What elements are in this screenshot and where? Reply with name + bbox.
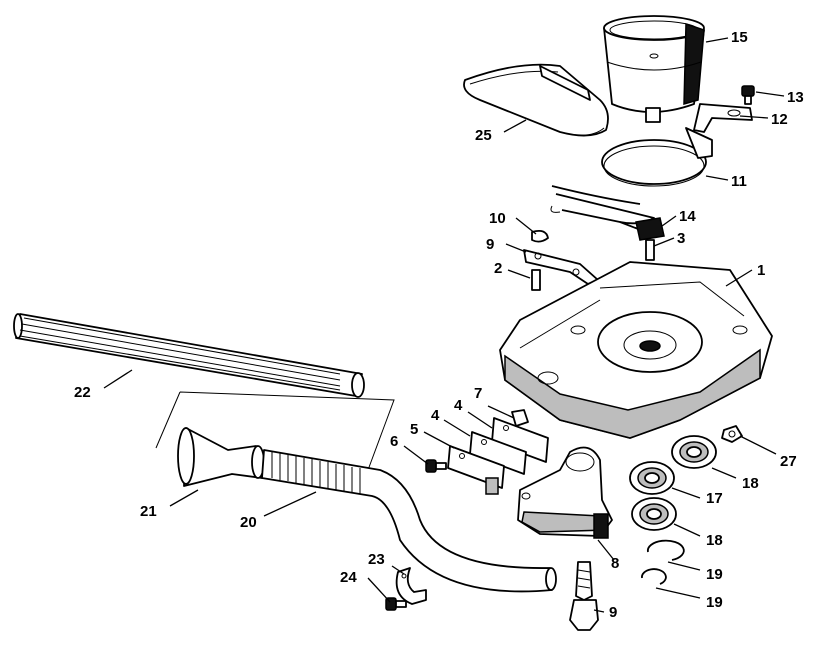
part-17-bearing xyxy=(629,461,675,495)
callout-14: 13 xyxy=(787,89,804,106)
callout-12: 11 xyxy=(731,173,747,190)
callout-6: 6 xyxy=(390,433,398,450)
part-3-pin xyxy=(645,239,655,261)
callout-16: 15 xyxy=(731,29,748,46)
callout-22: 20 xyxy=(240,514,257,531)
part-4-plate-upper xyxy=(491,417,549,463)
part-18-bearing-lower xyxy=(631,497,677,531)
part-27-nut xyxy=(721,425,743,443)
part-12-band-ring xyxy=(551,127,713,205)
part-7-nut xyxy=(511,409,529,427)
callout-7: 7 xyxy=(474,385,482,402)
part-4-plate-lower xyxy=(469,431,527,475)
part-25-clamp xyxy=(395,567,427,605)
callout-2: 2 xyxy=(494,260,502,277)
callout-21: 25 xyxy=(475,127,492,144)
part-14-screw xyxy=(741,85,755,105)
part-26-screw xyxy=(385,597,407,611)
callout-11: 10 xyxy=(489,210,506,227)
callout-25: 23 xyxy=(368,551,385,568)
part-1-housing xyxy=(499,261,773,439)
callout-4-lower: 4 xyxy=(431,407,440,424)
callout-15: 14 xyxy=(679,208,696,225)
callout-1: 1 xyxy=(757,262,765,279)
callout-27: 27 xyxy=(780,453,797,470)
callout-24: 22 xyxy=(74,384,91,401)
callout-9: 9 xyxy=(609,604,617,621)
part-23-nozzle xyxy=(177,427,265,487)
callout-13: 12 xyxy=(771,111,788,128)
part-22-flex-hose xyxy=(261,449,557,593)
callout-8: 8 xyxy=(611,555,619,572)
callout-labels: 15 13 12 25 11 10 14 3 9 2 1 22 7 4 4 5 … xyxy=(74,29,804,621)
callout-17: 17 xyxy=(706,490,723,507)
part-15-spring xyxy=(550,193,665,241)
callout-18-lower: 18 xyxy=(706,532,723,549)
callout-18-upper: 18 xyxy=(742,475,759,492)
part-9-shaft-bolt xyxy=(569,561,599,631)
callout-23: 21 xyxy=(140,503,157,520)
callout-5: 5 xyxy=(410,421,418,438)
callout-20: 19 xyxy=(706,566,723,583)
part-21-cover-plate xyxy=(463,63,609,137)
callout-3: 3 xyxy=(677,230,685,247)
callout-4-upper: 4 xyxy=(454,397,463,414)
part-18-bearing-upper xyxy=(671,435,717,469)
part-2-pin xyxy=(531,269,541,291)
part-20-snap-ring xyxy=(646,539,685,561)
assembly-bracket-line xyxy=(155,391,395,471)
part-5-plate xyxy=(447,445,505,495)
leader-lines xyxy=(103,37,785,613)
callout-19: 19 xyxy=(706,594,723,611)
part-19-snap-ring xyxy=(641,568,667,585)
part-13-bracket xyxy=(693,103,753,133)
part-8-gear-housing xyxy=(517,446,613,539)
callout-10: 9 xyxy=(486,236,494,253)
part-24-tube xyxy=(13,313,365,398)
callout-26: 24 xyxy=(340,569,357,586)
part-6-screw xyxy=(425,459,447,473)
part-16-impeller-cup xyxy=(603,15,705,123)
